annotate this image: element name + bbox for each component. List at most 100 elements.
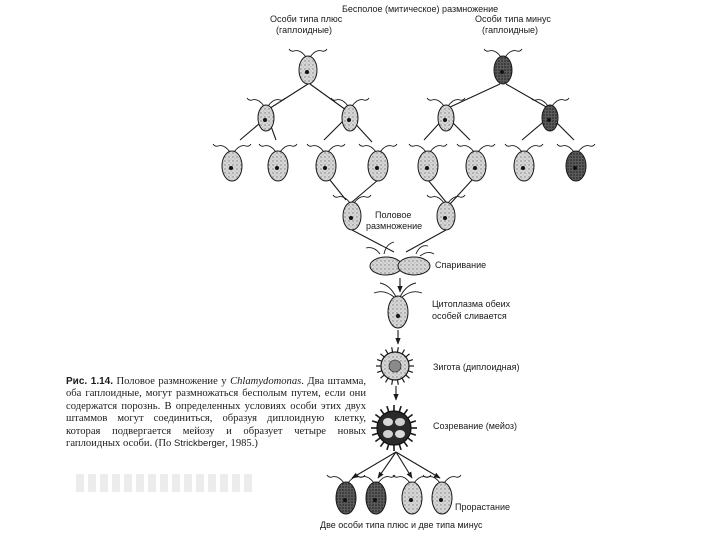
nucleus-icon: [347, 118, 351, 122]
minus-parent-cell: [483, 48, 523, 85]
light-chlamydomonas-cell-icon: [221, 150, 243, 182]
nucleus-icon: [373, 498, 377, 502]
offspring-cell-3: [392, 474, 432, 515]
flagella-icon: [483, 48, 523, 58]
light-chlamydomonas-cell-icon: [315, 150, 337, 182]
zygote: [376, 347, 414, 385]
light-chlamydomonas-cell-icon: [367, 150, 389, 182]
nucleus-icon: [409, 498, 413, 502]
flagella-icon: [426, 97, 466, 107]
faint-bleed-through: [76, 474, 256, 492]
nucleus-icon: [443, 118, 447, 122]
sexual-reproduction-sublabel: размножение: [366, 221, 422, 231]
asexual-reproduction-title: Бесполое (митическое) размножение: [342, 4, 498, 14]
flagella-icon: [332, 194, 372, 204]
plus-gen2-cell-3: [306, 143, 346, 182]
pairing-label: Спаривание: [435, 260, 486, 270]
germination-label: Прорастание: [455, 502, 510, 512]
flagella-icon: [258, 143, 298, 153]
sexual-reproduction-label: Половое: [375, 210, 411, 220]
caption-text-after: . Два штамма, оба гаплоидные, могут разм…: [66, 376, 366, 450]
flagella-icon: [212, 143, 252, 153]
flagella-icon: [556, 143, 596, 153]
plus-gamete-cell: [332, 194, 372, 231]
nucleus-icon: [275, 166, 279, 170]
cells-layer: [212, 48, 596, 515]
flagella-icon: [288, 48, 328, 58]
maturation-label: Созревание (мейоз): [433, 421, 517, 431]
minus-gamete-cell: [426, 194, 466, 231]
plus-gen1-cell-b: [330, 97, 370, 132]
figure-caption: Рис. 1.14. Половое размножение у Chlamyd…: [66, 376, 366, 450]
offspring-cell-1: [326, 474, 366, 515]
plus-gamete-icon: [369, 256, 403, 276]
flagella-icon: [504, 143, 544, 153]
nucleus-icon: [343, 498, 347, 502]
nucleus-icon: [473, 166, 477, 170]
caption-text-before: Половое размножение у: [113, 376, 231, 387]
offspring-label: Две особи типа плюс и две типа минус: [320, 520, 483, 530]
dark-chlamydomonas-cell-icon: [493, 55, 513, 85]
minus-gen2-cell-4: [556, 143, 596, 182]
plus-gen2-cell-2: [258, 143, 298, 182]
flagella-icon: [530, 97, 570, 107]
light-chlamydomonas-cell-icon: [267, 150, 289, 182]
minus-gen2-cell-2: [456, 143, 496, 182]
nucleus-icon: [547, 118, 551, 122]
flagella-icon: [426, 194, 466, 204]
offspring-cell-2: [356, 474, 396, 515]
plus-parent-cell: [288, 48, 328, 85]
nucleus-icon: [305, 70, 309, 74]
zygote-label: Зигота (диплоидная): [433, 362, 520, 372]
meiosis-zygote: [371, 405, 417, 451]
offspring-cell-4: [422, 474, 462, 515]
light-chlamydomonas-cell-icon: [465, 150, 487, 182]
meiosis-zygote-icon: [376, 410, 412, 446]
caption-author: Strickberger: [174, 438, 226, 450]
nucleus-icon: [573, 166, 577, 170]
pairing-gametes: [365, 241, 435, 276]
minus-type-label: Особи типа минус: [475, 14, 551, 24]
nucleus-icon: [229, 166, 233, 170]
minus-type-sublabel: (гаплоидные): [482, 25, 538, 35]
caption-text-end: , 1985.): [225, 438, 258, 450]
nucleus-icon: [323, 166, 327, 170]
plus-gen1-cell-a: [246, 97, 286, 132]
plus-gen2-cell-4: [358, 143, 398, 182]
caption-label: Рис. 1.14.: [66, 376, 114, 387]
nucleus-icon: [425, 166, 429, 170]
nucleus-icon: [263, 118, 267, 122]
flagella-icon: [306, 143, 346, 153]
light-chlamydomonas-cell-icon: [436, 201, 456, 231]
light-chlamydomonas-cell-icon: [431, 481, 453, 515]
plus-gen2-cell-1: [212, 143, 252, 182]
dark-chlamydomonas-cell-icon: [541, 104, 559, 132]
light-chlamydomonas-cell-icon: [513, 150, 535, 182]
nucleus-icon: [439, 498, 443, 502]
light-chlamydomonas-cell-icon: [417, 150, 439, 182]
caption-genus: Chlamydomonas: [230, 376, 302, 387]
dark-chlamydomonas-cell-icon: [335, 481, 357, 515]
minus-gen1-cell-b: [530, 97, 570, 132]
minus-gen2-cell-1: [408, 143, 448, 182]
light-chlamydomonas-cell-icon: [401, 481, 423, 515]
plus-type-sublabel: (гаплоидные): [276, 25, 332, 35]
flagella-icon: [330, 97, 370, 107]
fused-cell: [373, 282, 423, 329]
light-chlamydomonas-cell-icon: [437, 104, 455, 132]
nucleus-icon: [443, 216, 447, 220]
cytoplasm-label: Цитоплазма обеих: [432, 299, 511, 309]
minus-gen2-cell-3: [504, 143, 544, 182]
flagella-icon: [358, 143, 398, 153]
light-chlamydomonas-cell-icon: [298, 55, 318, 85]
nucleus-icon: [521, 166, 525, 170]
minus-gamete-icon: [397, 256, 431, 276]
nucleus-icon: [375, 166, 379, 170]
nucleus-icon: [500, 70, 504, 74]
nucleus-icon: [349, 216, 353, 220]
dark-chlamydomonas-cell-icon: [565, 150, 587, 182]
minus-gen1-cell-a: [426, 97, 466, 132]
light-chlamydomonas-cell-icon: [342, 201, 362, 231]
plus-type-label: Особи типа плюс: [270, 14, 343, 24]
